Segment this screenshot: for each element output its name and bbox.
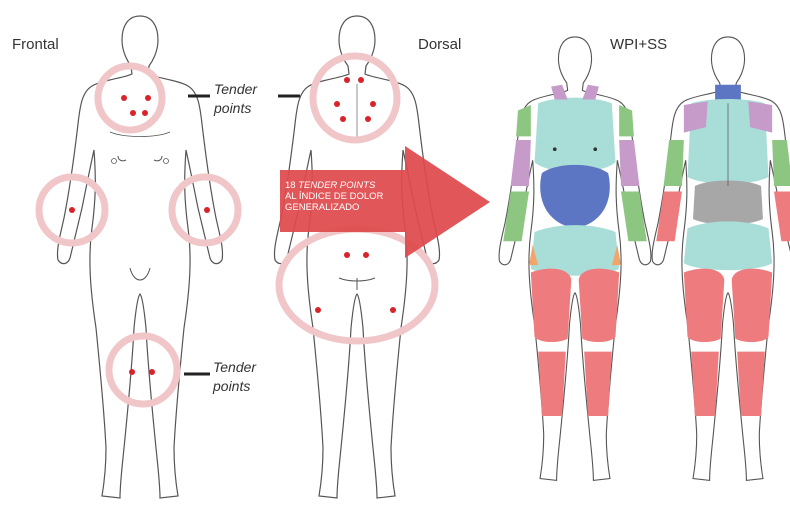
tender-dot [315,307,321,313]
arrow-tender-points: TENDER POINTS [298,180,375,191]
arrow-line2: AL ÍNDICE DE DOLOR [285,191,413,202]
tender-dot [334,101,340,107]
tender-dot [130,110,136,116]
tender-points-top-line2: points [214,99,257,118]
tender-dot [344,252,350,258]
tender-dot [145,95,151,101]
tender-dot [69,207,75,213]
arrow-count: 18 [285,180,298,191]
tender-dot [370,101,376,107]
tender-dot [149,369,155,375]
tender-dot [121,95,127,101]
tender-points-bottom-label: Tender points [213,358,256,396]
arrow-line3: GENERALIZADO [285,202,413,213]
frontal-figure [57,16,222,498]
tender-dot [142,110,148,116]
tender-dot [365,116,371,122]
wpi-back-figure [652,37,790,480]
wpi-front-figure [499,37,651,480]
tender-points-bottom-line2: points [213,377,256,396]
tender-dot [340,116,346,122]
tender-points-top-line1: Tender [214,80,257,99]
tender-points-top-label: Tender points [214,80,257,118]
dorsal-label: Dorsal [418,36,461,53]
tender-dot [344,77,350,83]
tender-dot [204,207,210,213]
tender-dot [363,252,369,258]
tender-points-bottom-line1: Tender [213,358,256,377]
tender-dot [129,369,135,375]
frontal-label: Frontal [12,36,59,53]
tender-dot [390,307,396,313]
dorsal-figure [274,16,439,498]
wpi-ss-label: WPI+SS [610,36,667,53]
arrow-caption: 18 TENDER POINTS AL ÍNDICE DE DOLOR GENE… [285,180,413,213]
tender-dot [358,77,364,83]
